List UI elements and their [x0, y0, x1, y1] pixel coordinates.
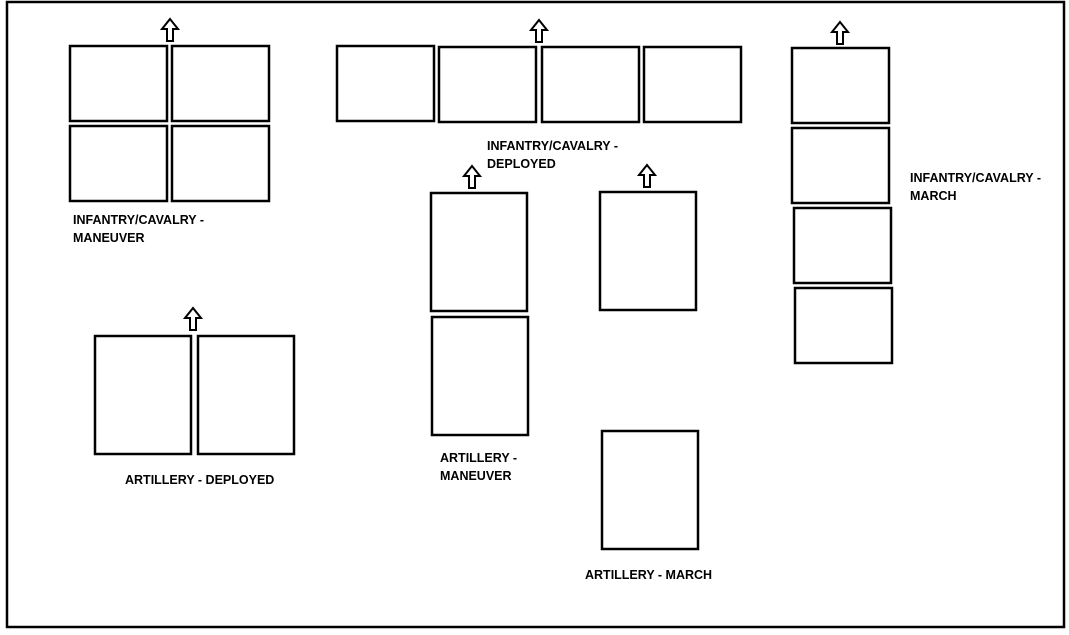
unit-block [170, 124, 271, 203]
formation-artillery-march [598, 163, 700, 551]
up-arrow-icon [829, 20, 851, 45]
formation-infantry-cavalry-march [790, 20, 894, 365]
up-arrow-icon [182, 306, 204, 331]
unit-block [792, 206, 893, 285]
up-arrow-icon [636, 163, 658, 188]
label-line: INFANTRY/CAVALRY - [73, 213, 205, 227]
label-line: INFANTRY/CAVALRY - [910, 171, 1042, 185]
formation-infantry-cavalry-deployed [335, 18, 743, 124]
label-artillery-maneuver: ARTILLERY - MANEUVER [440, 449, 517, 485]
unit-block [540, 45, 641, 124]
formation-infantry-cavalry-maneuver [68, 17, 271, 203]
unit-block [600, 429, 700, 551]
unit-block [790, 46, 891, 125]
unit-block [93, 334, 193, 456]
label-line: INFANTRY/CAVALRY - [487, 139, 619, 153]
label-line: DEPLOYED [487, 157, 556, 171]
label-line: MARCH [910, 189, 957, 203]
unit-block [170, 44, 271, 123]
unit-block [598, 190, 698, 312]
label-line: ARTILLERY - DEPLOYED [125, 473, 275, 487]
up-arrow-icon [159, 17, 181, 42]
formation-artillery-maneuver [429, 164, 530, 437]
up-arrow-icon [461, 164, 483, 189]
diagram-border [5, 0, 1066, 629]
label-line: ARTILLERY - MARCH [585, 568, 713, 582]
unit-block [196, 334, 296, 456]
formation-artillery-deployed [93, 306, 296, 456]
label-line: MANEUVER [73, 231, 145, 245]
unit-block [642, 45, 743, 124]
unit-block [790, 126, 891, 205]
label-infantry-cavalry-deployed: INFANTRY/CAVALRY - DEPLOYED [487, 137, 618, 173]
label-line: ARTILLERY - [440, 451, 518, 465]
unit-block [430, 315, 530, 437]
unit-block [429, 191, 529, 313]
label-line: MANEUVER [440, 469, 512, 483]
label-infantry-cavalry-maneuver: INFANTRY/CAVALRY - MANEUVER [73, 211, 204, 247]
unit-block [437, 45, 538, 124]
up-arrow-icon [528, 18, 550, 43]
label-infantry-cavalry-march: INFANTRY/CAVALRY - MARCH [910, 169, 1041, 205]
unit-block [68, 44, 169, 123]
unit-block [335, 44, 436, 123]
unit-block [68, 124, 169, 203]
unit-block [793, 286, 894, 365]
label-artillery-march: ARTILLERY - MARCH [585, 566, 712, 584]
label-artillery-deployed: ARTILLERY - DEPLOYED [125, 471, 274, 489]
